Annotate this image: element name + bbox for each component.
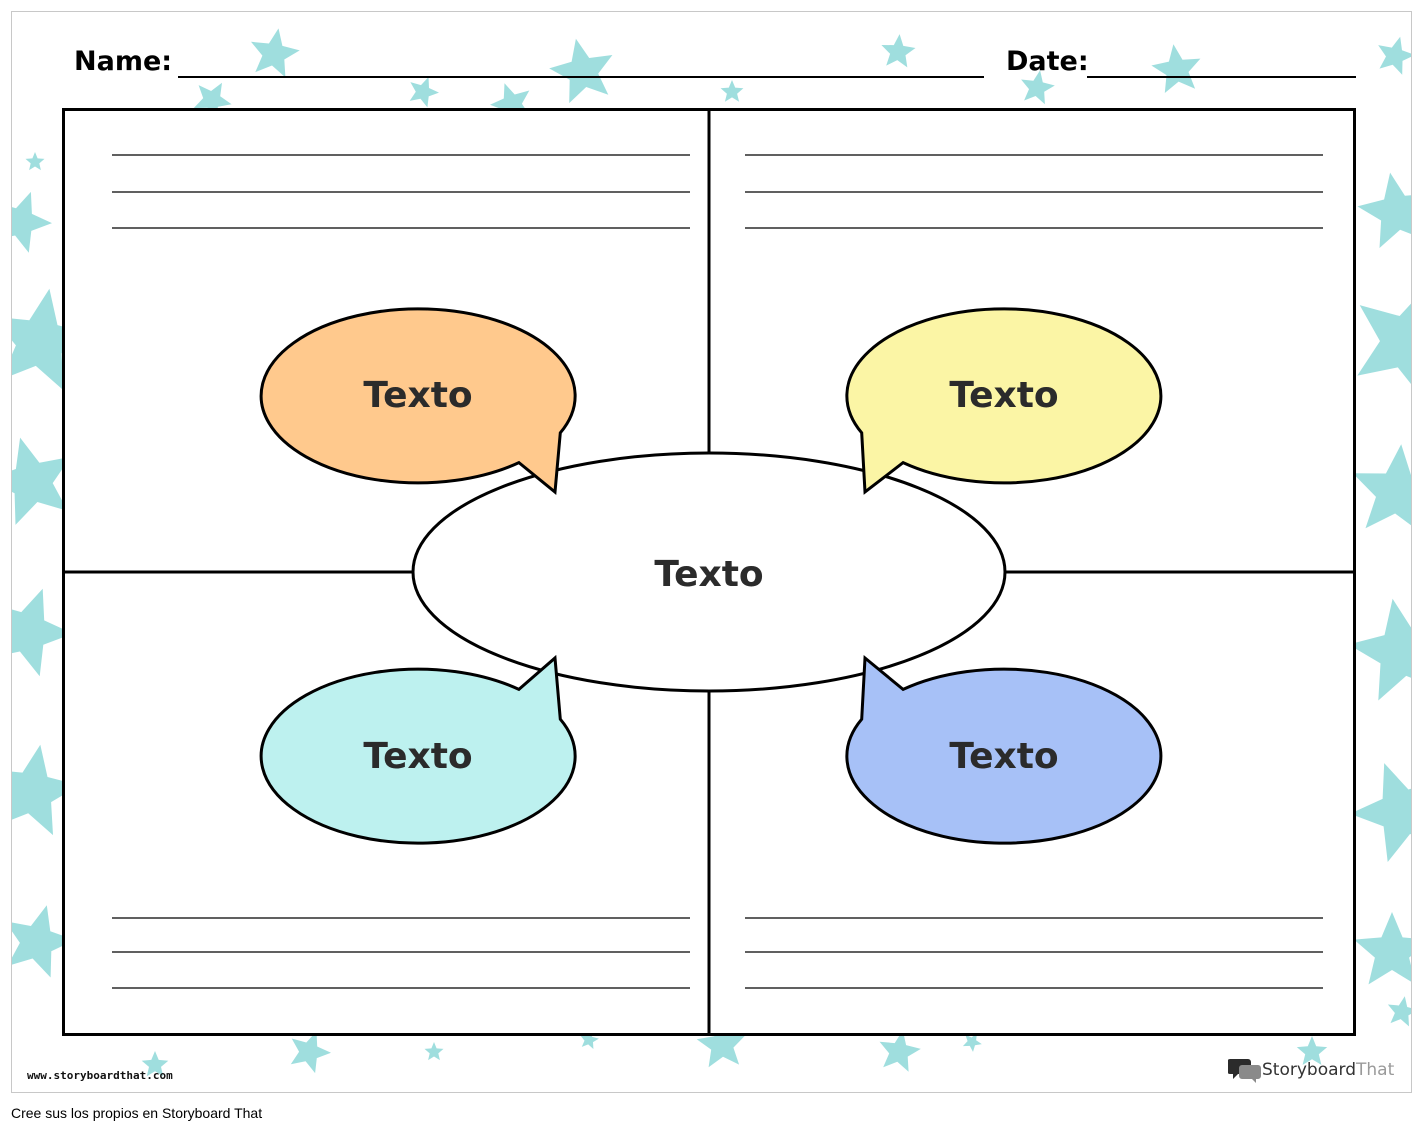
star-icon	[12, 744, 80, 836]
star-icon	[1348, 598, 1411, 701]
date-label: Date:	[1006, 46, 1089, 77]
worksheet: Name: Date: Texto Texto Texto Texto Text…	[11, 11, 1412, 1093]
bottom-left-bubble-text[interactable]: Texto	[363, 736, 473, 777]
star-icon	[1357, 303, 1411, 384]
star-icon	[141, 1051, 169, 1077]
star-icon	[424, 1042, 444, 1061]
star-icon	[1354, 912, 1411, 985]
star-icon	[12, 437, 71, 525]
star-icon	[1352, 444, 1411, 529]
star-icon	[12, 905, 75, 978]
star-icon	[12, 588, 73, 677]
star-icon	[720, 80, 744, 102]
star-icon	[1378, 36, 1411, 75]
star-icon	[879, 1030, 921, 1072]
star-icon	[290, 1031, 331, 1074]
name-label: Name:	[74, 46, 173, 77]
star-icon	[1357, 172, 1411, 248]
star-icon	[549, 38, 613, 104]
top-right-speech-bubble	[845, 307, 1163, 495]
star-icon	[12, 191, 52, 253]
star-icon	[251, 28, 300, 78]
star-icon	[1387, 996, 1411, 1027]
star-icon	[1021, 70, 1055, 105]
star-icon	[193, 82, 232, 120]
brand-name: Storyboard	[1262, 1060, 1356, 1080]
star-decoration	[12, 28, 1411, 1077]
star-icon	[962, 1033, 982, 1052]
top-right-bubble-text[interactable]: Texto	[949, 375, 1059, 416]
star-icon	[25, 152, 45, 171]
star-icon	[409, 77, 439, 108]
star-icon	[696, 1019, 746, 1068]
center-bubble-text[interactable]: Texto	[654, 554, 764, 595]
spider-map-diagram	[65, 111, 1353, 1033]
four-quadrant-frame: Texto Texto Texto Texto Texto	[62, 108, 1356, 1036]
star-icon	[1350, 763, 1411, 862]
star-icon	[12, 288, 94, 391]
star-icon	[881, 34, 916, 68]
center-bubble	[411, 451, 1007, 693]
bottom-right-speech-bubble	[845, 654, 1163, 845]
site-url: www.storyboardthat.com	[27, 1069, 173, 1082]
top-left-bubble-text[interactable]: Texto	[363, 375, 473, 416]
star-icon	[490, 83, 531, 126]
star-icon	[1151, 44, 1201, 93]
top-left-speech-bubble	[259, 307, 577, 495]
bottom-right-bubble-text[interactable]: Texto	[949, 736, 1059, 777]
brand-suffix: That	[1356, 1060, 1395, 1080]
footer-caption: Cree sus los propios en Storyboard That	[11, 1105, 263, 1121]
star-icon	[1296, 1036, 1328, 1065]
bottom-left-speech-bubble	[259, 654, 577, 845]
name-field-line[interactable]	[178, 76, 984, 78]
speech-bubbles-icon	[1228, 1059, 1261, 1083]
star-icon	[580, 1030, 599, 1049]
date-field-line[interactable]	[1087, 76, 1356, 78]
